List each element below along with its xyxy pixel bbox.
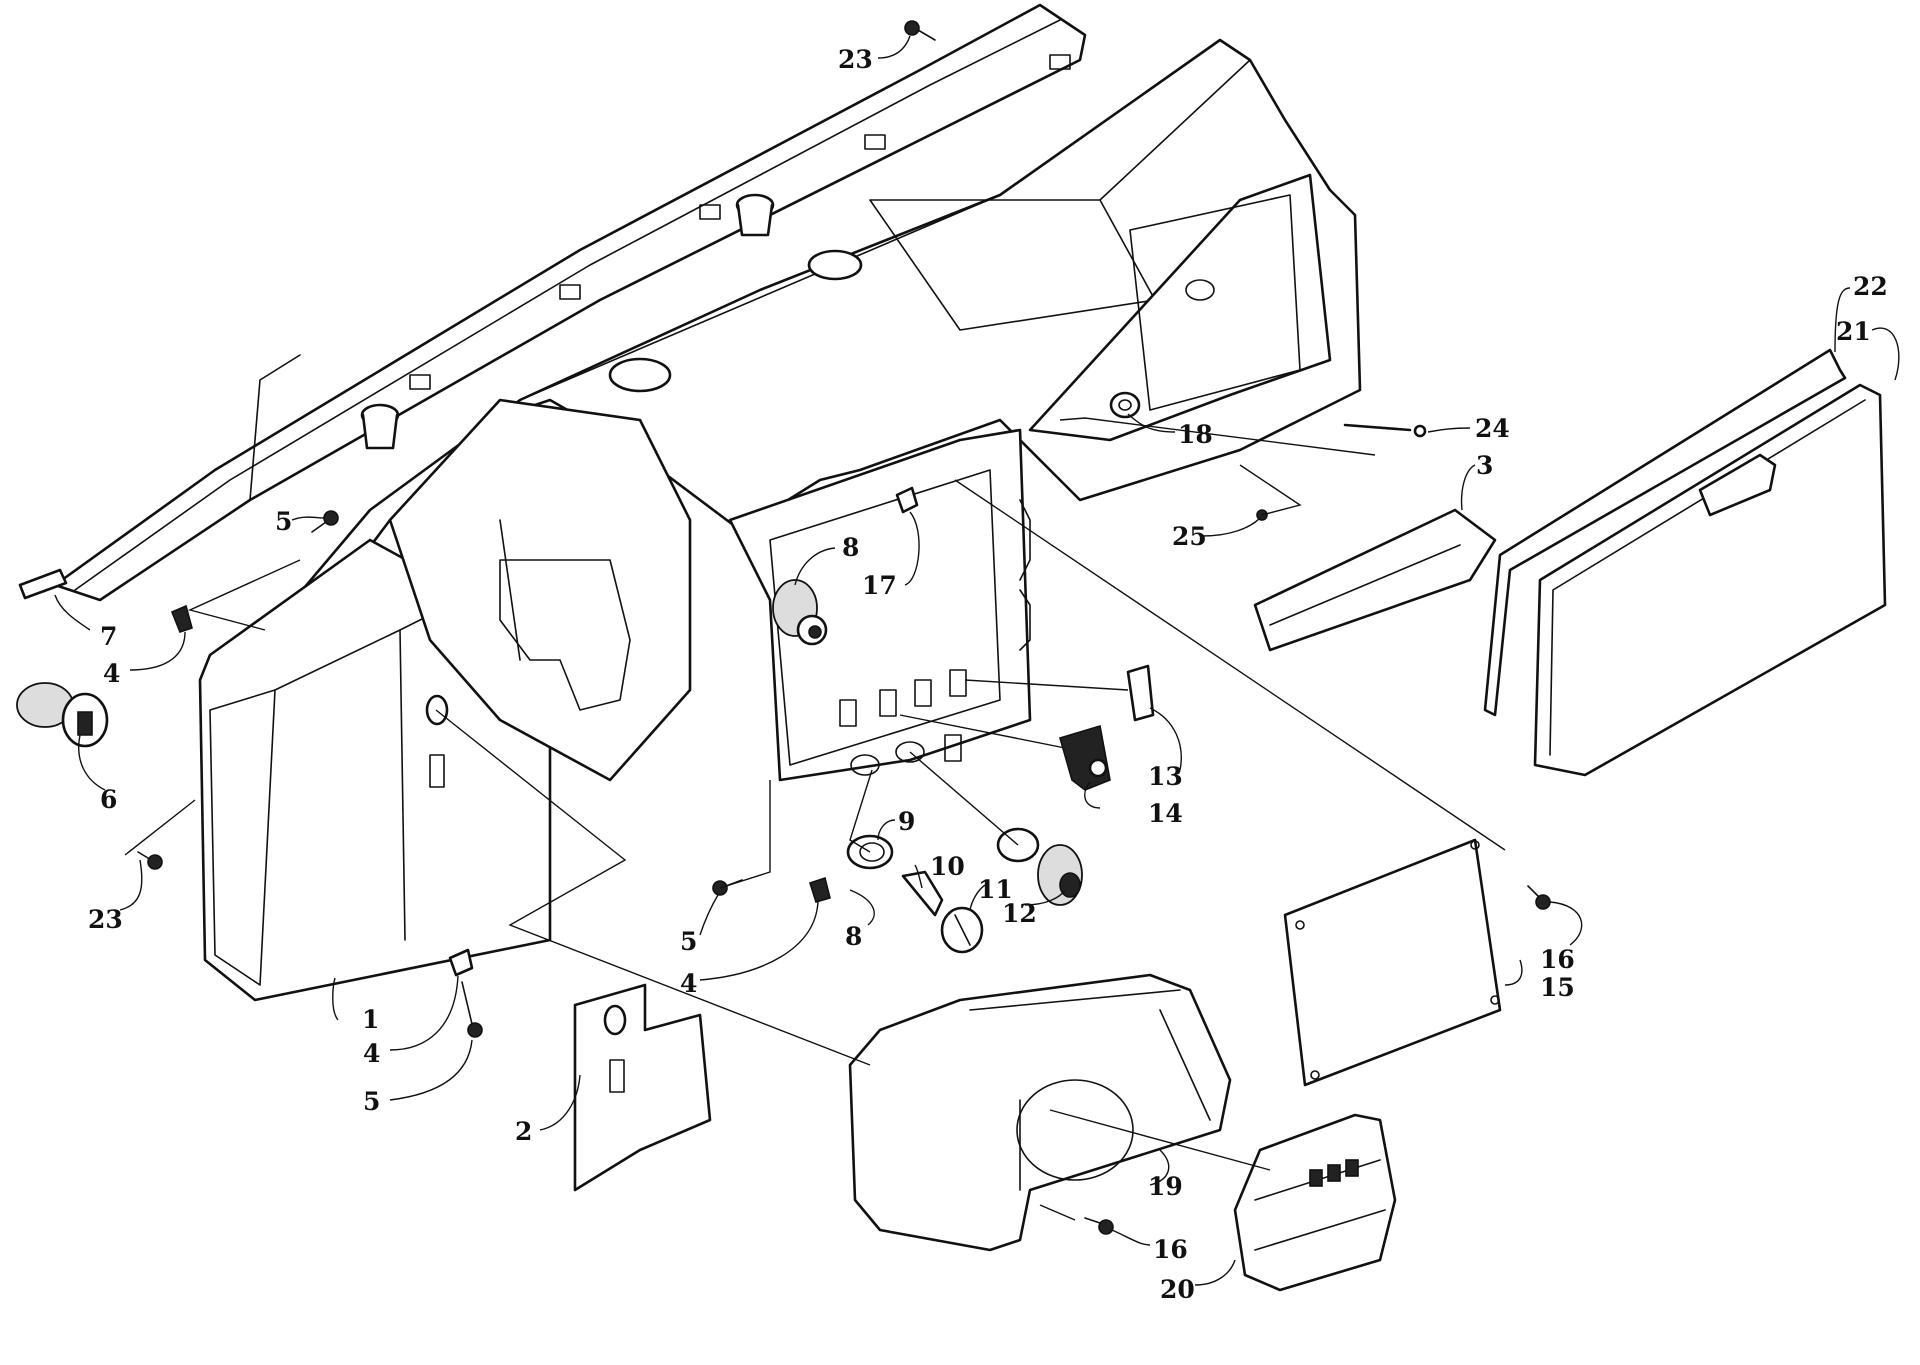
callout-labels: 23 22 21 24 18 3 25 8 17 5 7 4 6 13 14 9… bbox=[88, 45, 1888, 1304]
part-screw-5-lower bbox=[461, 981, 483, 1038]
callout-4-middle: 4 bbox=[680, 969, 697, 998]
part-screw-16-lower bbox=[1084, 1217, 1114, 1235]
callout-24: 24 bbox=[1475, 414, 1510, 443]
callout-23-left: 23 bbox=[88, 905, 123, 934]
part-clip-4-lower bbox=[448, 948, 474, 977]
callout-8-top: 8 bbox=[842, 533, 859, 562]
callout-5-middle: 5 bbox=[680, 927, 697, 956]
callout-15: 15 bbox=[1540, 973, 1575, 1002]
callout-leaders bbox=[54, 35, 1900, 1286]
part-screw-23-left bbox=[137, 851, 163, 870]
part-rectangular-plate bbox=[1283, 838, 1502, 1087]
part-screw-5-upper bbox=[311, 510, 339, 533]
callout-12: 12 bbox=[1002, 899, 1037, 928]
callout-5-lower: 5 bbox=[363, 1087, 380, 1116]
part-switch-cover-13 bbox=[1126, 664, 1155, 722]
callout-6: 6 bbox=[100, 785, 117, 814]
part-glovebox-panel bbox=[1253, 508, 1497, 652]
callout-5-upper: 5 bbox=[275, 507, 292, 536]
callout-16-lower: 16 bbox=[1153, 1235, 1188, 1264]
callout-4-upper: 4 bbox=[103, 659, 120, 688]
part-gauge-display bbox=[1233, 1113, 1397, 1292]
callout-4-lower: 4 bbox=[363, 1039, 380, 1068]
part-auxiliary-outlet-8-top bbox=[772, 579, 828, 646]
callout-9: 9 bbox=[898, 807, 915, 836]
part-upper-trim-rail bbox=[18, 3, 1087, 602]
callout-18: 18 bbox=[1178, 420, 1213, 449]
part-rocker-switch-14 bbox=[1059, 724, 1111, 791]
callout-13: 13 bbox=[1148, 762, 1183, 791]
part-screw-23-top bbox=[904, 20, 936, 41]
part-grommet-18 bbox=[1109, 391, 1141, 419]
part-pin-24 bbox=[1343, 423, 1427, 438]
callout-20: 20 bbox=[1160, 1275, 1195, 1304]
part-left-flat-panel bbox=[573, 983, 712, 1192]
callout-23-top: 23 bbox=[838, 45, 873, 74]
callout-11: 11 bbox=[978, 875, 1013, 904]
part-instrument-hood bbox=[848, 973, 1232, 1252]
callout-16-right: 16 bbox=[1540, 945, 1575, 974]
part-clip-17 bbox=[895, 486, 919, 514]
assembly-lines bbox=[124, 417, 1506, 1221]
callout-3: 3 bbox=[1476, 451, 1493, 480]
part-knob-11 bbox=[940, 906, 984, 954]
part-screw-16-right bbox=[1527, 885, 1551, 910]
callout-25: 25 bbox=[1172, 522, 1207, 551]
callout-7: 7 bbox=[100, 622, 117, 651]
part-glovebox-seal bbox=[1483, 348, 1847, 717]
part-clip-4-middle bbox=[809, 876, 831, 903]
callout-1: 1 bbox=[362, 1005, 379, 1034]
callout-10: 10 bbox=[930, 852, 965, 881]
part-glovebox-door bbox=[1533, 383, 1887, 777]
callout-14: 14 bbox=[1148, 799, 1183, 828]
callout-22: 22 bbox=[1853, 272, 1888, 301]
callout-21: 21 bbox=[1836, 317, 1871, 346]
part-clip-4-upper bbox=[170, 604, 193, 633]
callout-17: 17 bbox=[862, 571, 897, 600]
callout-2: 2 bbox=[515, 1117, 532, 1146]
part-ignition-switch-6 bbox=[16, 682, 109, 748]
callout-19: 19 bbox=[1148, 1172, 1183, 1201]
part-dashboard-body bbox=[198, 38, 1362, 1002]
callout-8-bottom: 8 bbox=[845, 922, 862, 951]
